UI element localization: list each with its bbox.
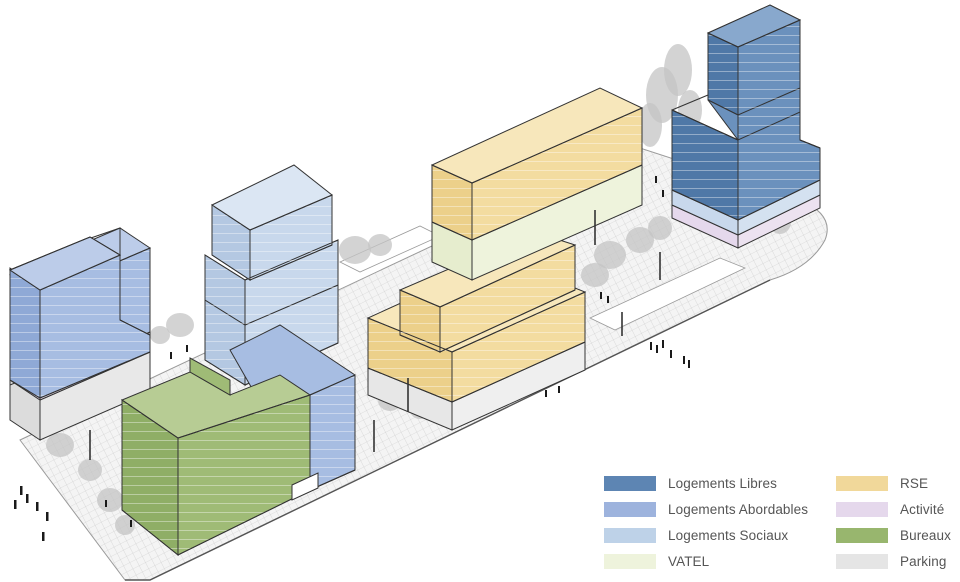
swatch-logements-abordables xyxy=(604,501,656,517)
legend: Logements Libres Logements Abordables Lo… xyxy=(604,470,954,575)
street-lamps xyxy=(89,210,661,460)
legend-label: Bureaux xyxy=(900,527,951,543)
legend-item-logements-sociaux: Logements Sociaux xyxy=(604,522,808,548)
legend-column-2: RSE Activité Bureaux Parking xyxy=(836,470,951,574)
legend-label: RSE xyxy=(900,475,929,491)
legend-item-logements-libres: Logements Libres xyxy=(604,470,808,496)
legend-label: Activité xyxy=(900,501,945,517)
legend-item-vatel: VATEL xyxy=(604,548,808,574)
building-logements-libres xyxy=(671,4,821,249)
legend-label: Logements Abordables xyxy=(668,501,809,517)
legend-label: Logements Libres xyxy=(668,475,777,491)
building-logements-abordables-left-upper xyxy=(8,236,151,399)
legend-label: VATEL xyxy=(668,553,710,569)
legend-item-bureaux: Bureaux xyxy=(836,522,951,548)
legend-item-parking: Parking xyxy=(836,548,951,574)
swatch-logements-sociaux xyxy=(604,527,656,543)
legend-label: Logements Sociaux xyxy=(668,527,789,543)
legend-column-1: Logements Libres Logements Abordables Lo… xyxy=(604,470,808,574)
building-bureaux xyxy=(120,324,356,557)
swatch-activite xyxy=(836,501,888,517)
swatch-logements-libres xyxy=(604,475,656,491)
legend-item-rse: RSE xyxy=(836,470,951,496)
swatch-parking xyxy=(836,553,888,569)
swatch-vatel xyxy=(604,553,656,569)
legend-item-logements-abordables: Logements Abordables xyxy=(604,496,808,522)
building-rse-vatel xyxy=(430,87,644,281)
swatch-rse xyxy=(836,475,888,491)
swatch-bureaux xyxy=(836,527,888,543)
building-rse-front xyxy=(366,231,587,431)
pedestrians xyxy=(14,176,690,541)
legend-item-activite: Activité xyxy=(836,496,951,522)
legend-label: Parking xyxy=(900,553,947,569)
